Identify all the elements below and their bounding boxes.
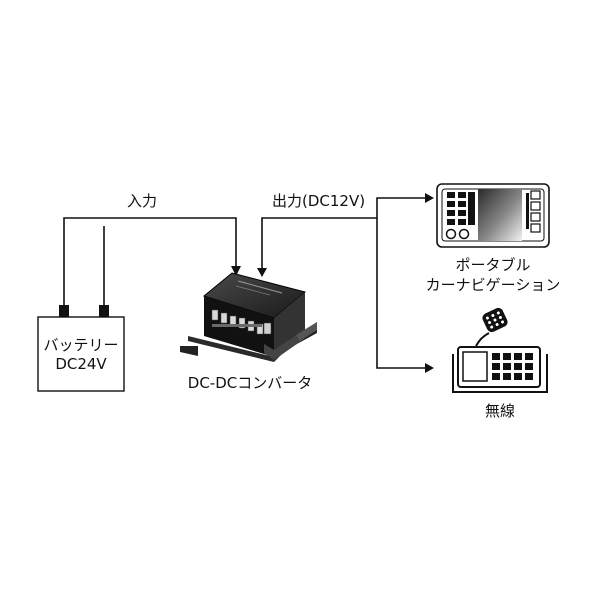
radio-label: 無線 [484, 402, 515, 420]
radio-microphone [482, 307, 508, 333]
radio-microphone-cord [475, 332, 490, 347]
input-arrowhead [231, 266, 241, 276]
navigation-right-buttons [530, 190, 541, 233]
radio-display [462, 351, 488, 382]
output-arrowhead-converter [257, 268, 267, 277]
navigation-screen [478, 189, 522, 241]
output-wires [261, 197, 425, 369]
navigation-left-buttons [447, 192, 466, 225]
radio-stand [452, 354, 548, 393]
battery-label: バッテリー DC24V [38, 336, 124, 374]
input-label: 入力 [127, 192, 158, 210]
output-label: 出力(DC12V) [272, 192, 366, 210]
output-arrowhead-navigation [425, 193, 434, 203]
navigation-label-line1: ポータブル [455, 256, 531, 274]
navigation-knob-right [458, 228, 470, 240]
radio-keypad [492, 353, 533, 380]
navigation-label-line2: カーナビゲーション [425, 276, 561, 294]
input-wires [63, 217, 237, 308]
converter-label: DC-DCコンバータ [187, 374, 313, 392]
battery-label-line2: DC24V [55, 355, 107, 373]
battery [37, 305, 125, 392]
navigation-label: ポータブル カーナビゲーション [418, 255, 568, 295]
output-arrowhead-radio [425, 363, 434, 373]
battery-label-line1: バッテリー [43, 336, 119, 354]
dc-dc-converter-image [180, 272, 317, 362]
car-navigation-image [436, 183, 550, 248]
radio-image [452, 307, 548, 393]
battery-terminal-right [99, 305, 109, 317]
navigation-knob-left [445, 228, 457, 240]
battery-terminal-left [59, 305, 69, 317]
